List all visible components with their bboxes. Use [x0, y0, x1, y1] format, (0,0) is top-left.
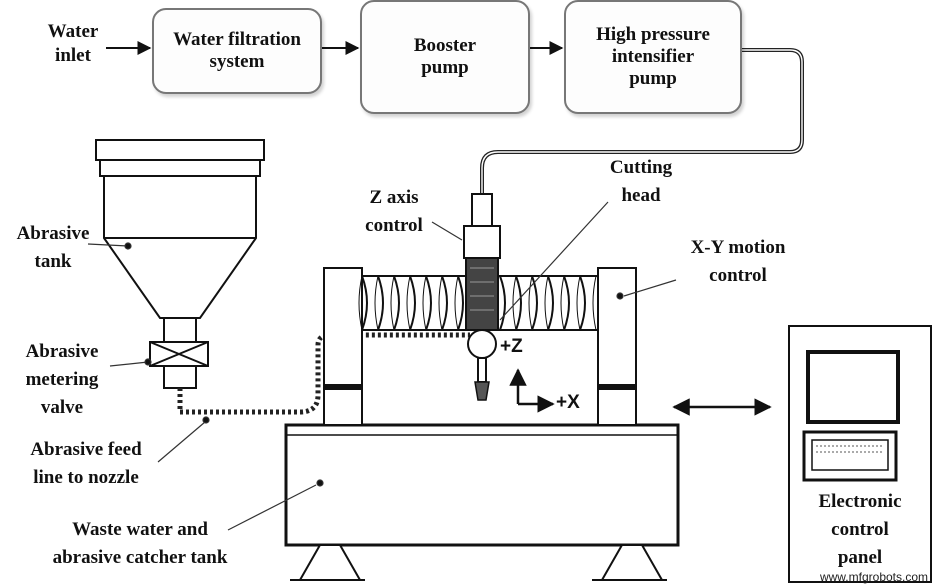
- intensifier-pump-box: High pressure intensifier pump: [564, 0, 742, 114]
- water-filtration-label: Water filtration system: [173, 29, 301, 72]
- control-panel-label: Electronic control panel: [818, 491, 902, 568]
- cutting-head-label: Cutting head: [609, 157, 673, 206]
- catcher-tank-label: Waste water and abrasive catcher tank: [52, 519, 228, 568]
- water-filtration-box: Water filtration system: [152, 8, 322, 94]
- abrasive-metering-valve: [149, 317, 209, 389]
- abrasive-tank-label: Abrasive tank: [16, 223, 90, 272]
- intensifier-pump-label: High pressure intensifier pump: [596, 24, 710, 89]
- feed-line-label: Abrasive feed line to nozzle: [30, 439, 142, 488]
- watermark: www.mfgrobots.com: [819, 570, 928, 584]
- water-inlet-label: Water inlet: [47, 21, 99, 66]
- metering-valve-label: Abrasive metering valve: [25, 341, 99, 418]
- z-axis-label: +Z: [500, 336, 523, 357]
- cutting-head: [463, 193, 501, 401]
- z-axis-control-label: Z axis control: [365, 187, 423, 236]
- xy-motion-label: X-Y motion control: [690, 237, 786, 286]
- booster-pump-box: Booster pump: [360, 0, 530, 114]
- x-axis-label: +X: [556, 392, 580, 413]
- booster-pump-label: Booster pump: [413, 35, 477, 78]
- abrasive-tank: [95, 139, 265, 319]
- electronic-control-panel: [788, 325, 932, 583]
